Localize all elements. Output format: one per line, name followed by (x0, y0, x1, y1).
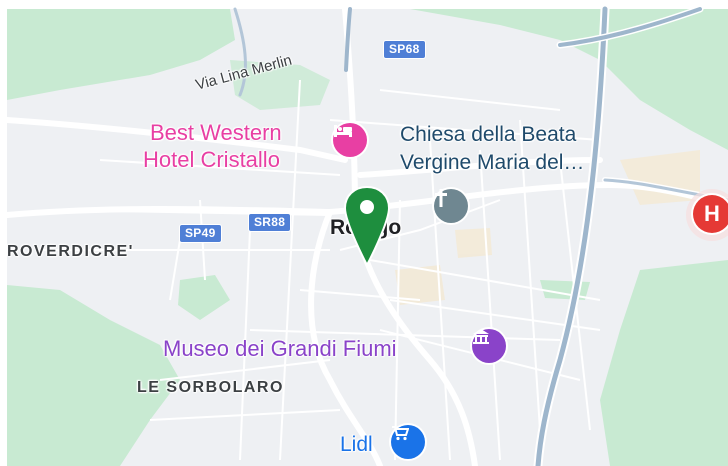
church-label-line1[interactable]: Chiesa della Beata (400, 123, 577, 146)
road-shield-sr88: SR88 (249, 214, 291, 232)
church-cross-icon[interactable] (434, 189, 468, 223)
shopping-cart-icon[interactable] (391, 425, 425, 459)
location-pin-icon[interactable] (342, 185, 392, 267)
church-label-line2[interactable]: Vergine Maria del… (400, 151, 585, 174)
supermarket-label-lidl[interactable]: Lidl (340, 433, 373, 456)
hotel-label-line1[interactable]: Best Western (150, 120, 282, 145)
hotel-bed-icon[interactable] (333, 123, 367, 157)
hotel-label-line2[interactable]: Hotel Cristallo (143, 147, 280, 172)
neighborhood-label-roverdicre: ROVERDICRE' (7, 243, 134, 260)
museum-label[interactable]: Museo dei Grandi Fiumi (163, 336, 397, 361)
neighborhood-label-le-sorbolaro: LE SORBOLARO (137, 379, 284, 396)
hospital-letter: H (704, 201, 720, 226)
road-shield-sp49: SP49 (180, 225, 221, 243)
road-shield-sp68: SP68 (384, 41, 425, 59)
museum-icon[interactable] (472, 329, 506, 363)
hospital-icon[interactable]: H (693, 195, 728, 233)
